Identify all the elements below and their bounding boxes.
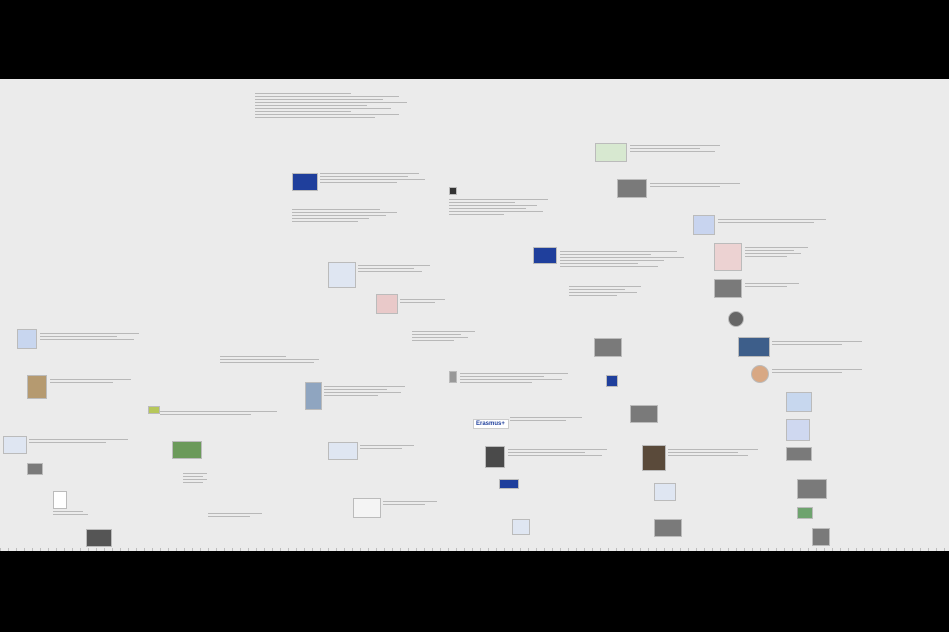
note-node[interactable] [630,143,730,152]
note-node[interactable] [255,91,415,118]
flag-image[interactable] [606,375,618,387]
note-node[interactable] [29,437,139,443]
photo-image[interactable] [786,447,812,461]
map-image[interactable] [3,436,27,454]
erasmus-logo[interactable]: Erasmus+ [473,419,509,429]
europe-map-image[interactable] [328,442,358,460]
note-node[interactable] [40,331,150,340]
esf-logo[interactable] [499,479,519,489]
note-node[interactable] [50,377,140,383]
note-node[interactable] [650,181,750,187]
map-image[interactable] [786,392,812,412]
portrait-image[interactable] [485,446,505,468]
eu-flag-image[interactable] [533,247,557,264]
note-node[interactable] [460,371,580,383]
europe-map-image[interactable] [714,243,742,271]
photo-image[interactable] [27,463,43,475]
letterbox-top [0,0,949,79]
note-node[interactable] [772,367,872,373]
note-node[interactable] [358,263,438,272]
note-node[interactable] [324,384,414,396]
photo-image[interactable] [594,338,622,357]
europe-map-image[interactable] [693,215,715,235]
photo-image[interactable] [617,179,647,198]
world-map-image[interactable] [595,143,627,162]
chart-image[interactable] [751,365,769,383]
document-icon[interactable] [449,371,457,383]
note-node[interactable] [208,511,268,517]
note-node[interactable] [745,245,815,257]
note-node[interactable] [220,354,330,363]
europe-map-image[interactable] [376,294,398,314]
eu-parliament-image[interactable] [292,173,318,191]
note-node[interactable] [560,249,690,267]
photo-image[interactable] [27,375,47,399]
note-node[interactable] [160,409,290,415]
note-node[interactable] [772,339,872,345]
note-node[interactable] [510,415,590,421]
note-node[interactable] [569,284,649,296]
note-node[interactable] [718,217,838,223]
diagram-image[interactable] [53,491,67,509]
note-node[interactable] [508,447,618,456]
landscape-image[interactable] [172,441,202,459]
photo-image[interactable] [86,529,112,547]
europe-map-image[interactable] [17,329,37,349]
note-node[interactable] [745,281,805,287]
note-node[interactable] [449,197,559,215]
note-node[interactable] [292,207,402,222]
erasmus-label: Erasmus+ [476,421,505,427]
canvas-ruler [0,548,949,551]
tower-image[interactable] [305,382,322,410]
document-icon[interactable] [449,187,457,195]
portrait-image[interactable] [642,445,666,471]
note-node[interactable] [183,471,223,483]
letterbox-bottom [0,551,949,632]
photo-image[interactable] [654,519,682,537]
europe-map-image[interactable] [512,519,530,535]
photo-image[interactable] [630,405,658,423]
photo-image[interactable] [714,279,742,298]
note-node[interactable] [53,509,103,515]
eurostat-logo[interactable] [728,311,744,327]
note-node[interactable] [668,447,768,456]
europe-map-image[interactable] [328,262,356,288]
flag-image[interactable] [797,507,813,519]
photo-image[interactable] [797,479,827,499]
note-node[interactable] [412,329,482,341]
europe-map-image[interactable] [654,483,676,501]
note-node[interactable] [320,171,430,183]
logo-image[interactable] [148,406,160,414]
note-node[interactable] [383,499,443,505]
portrait-image[interactable] [812,528,830,546]
sketch-image[interactable] [353,498,381,518]
photo-image[interactable] [738,337,770,357]
europe-map-image[interactable] [786,419,810,441]
note-node[interactable] [400,297,450,303]
mind-map-canvas[interactable]: Erasmus+ [0,79,949,551]
note-node[interactable] [360,443,420,449]
